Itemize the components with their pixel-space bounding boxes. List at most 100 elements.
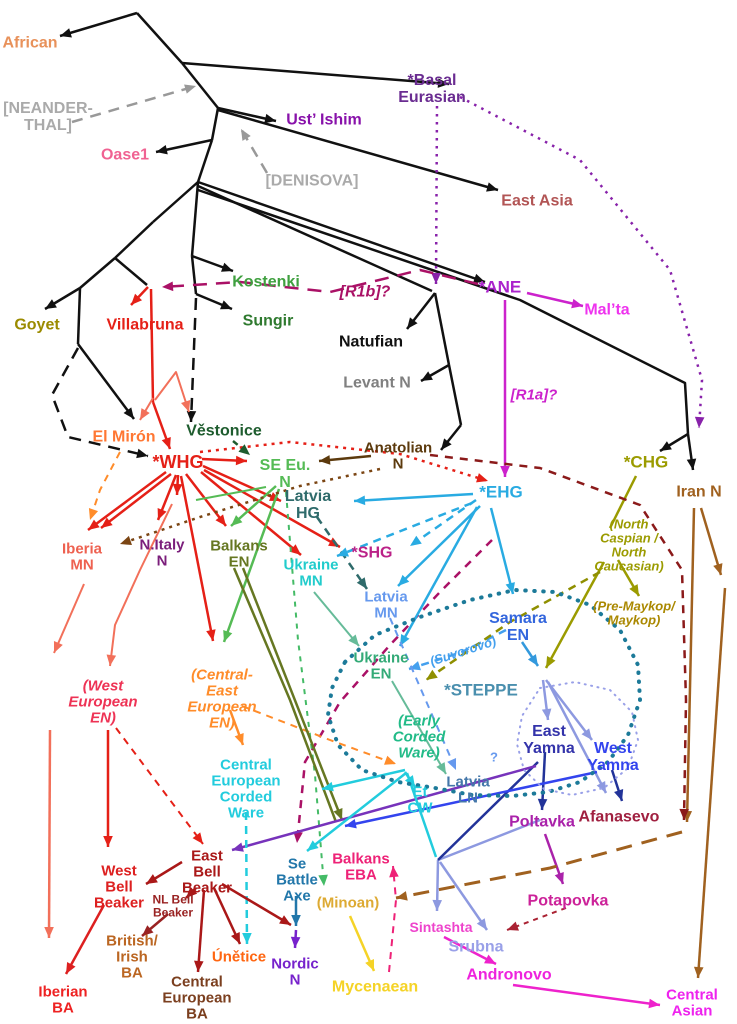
- node-label-african: African: [2, 35, 57, 52]
- edge-49-arrowhead: [172, 483, 183, 495]
- edge-123-arrowhead: [389, 866, 399, 878]
- edge-89: [545, 679, 593, 741]
- edge-86-arrowhead: [447, 757, 457, 770]
- node-label-r1b: [R1b]?: [339, 284, 391, 301]
- edge-125: [326, 588, 642, 798]
- edge-98-arrowhead: [345, 819, 357, 829]
- edge-73: [353, 492, 474, 503]
- edge-17: [114, 221, 154, 259]
- edge-108: [221, 882, 292, 927]
- node-label-sintashta: Sintashta: [409, 919, 472, 935]
- node-label-malta: Mal’ta: [584, 302, 629, 319]
- edge-97-arrowhead: [232, 842, 244, 852]
- edge-103-arrowhead: [242, 932, 252, 944]
- edge-82: [608, 475, 638, 529]
- edge-36: [161, 268, 479, 294]
- node-label-chg: *CHG: [624, 453, 668, 472]
- edge-98: [344, 770, 598, 828]
- edge-45-arrowhead: [235, 455, 247, 466]
- edge-23-arrowhead: [660, 441, 672, 451]
- edge-1: [136, 12, 183, 64]
- node-label-steppe: *STEPPE: [444, 681, 518, 700]
- edge-105-arrowhead: [186, 886, 198, 898]
- node-label-afanasevo: Afanasevo: [579, 809, 660, 826]
- edge-121-arrowhead: [120, 535, 132, 546]
- edge-38-arrowhead: [500, 466, 510, 477]
- edge-79-arrowhead: [348, 634, 359, 646]
- edge-25-arrowhead: [407, 317, 418, 329]
- edge-31-arrowhead: [136, 448, 148, 459]
- edge-56: [115, 727, 204, 845]
- edge-117: [699, 507, 723, 576]
- edge-52-arrowhead: [157, 508, 167, 520]
- edge-69-arrowhead: [238, 444, 250, 455]
- edge-99: [321, 768, 406, 791]
- edge-31: [50, 347, 149, 458]
- edge-30: [189, 297, 198, 423]
- edge-29-arrowhead: [441, 438, 452, 450]
- edge-79: [313, 591, 360, 647]
- edge-123: [388, 865, 397, 973]
- edge-51: [100, 473, 172, 529]
- node-label-andronovo: Andronovo: [466, 967, 552, 984]
- edge-41: [149, 288, 155, 403]
- edge-48-arrowhead: [289, 544, 301, 555]
- node-label-iran-n: Iran N: [676, 484, 721, 501]
- edge-26: [433, 292, 451, 366]
- edge-59-arrowhead: [106, 654, 117, 666]
- node-label-east-asia: East Asia: [501, 193, 573, 210]
- node-label-natufian: Natufian: [339, 334, 403, 351]
- edge-92-arrowhead: [476, 918, 487, 930]
- edge-83: [544, 561, 606, 669]
- edge-24-arrowhead: [686, 458, 697, 470]
- node-label-question-mark: ?: [490, 750, 498, 765]
- edge-73-arrowhead: [354, 495, 366, 506]
- edge-54-arrowhead: [206, 629, 216, 641]
- edge-121: [119, 467, 381, 546]
- edge-90-arrowhead: [596, 781, 606, 793]
- edge-3: [181, 62, 219, 109]
- edge-115: [512, 983, 661, 1007]
- edge-85: [425, 570, 601, 682]
- edge-11: [197, 188, 690, 435]
- edge-2-arrowhead: [437, 78, 449, 88]
- edge-36-arrowhead: [162, 281, 174, 292]
- edge-126: [516, 681, 639, 796]
- edge-80-arrowhead: [436, 762, 446, 774]
- edge-4-arrowhead: [264, 113, 276, 124]
- edge-106-arrowhead: [194, 960, 204, 972]
- edge-69: [232, 440, 251, 456]
- edge-94-arrowhead: [537, 798, 548, 810]
- edge-63: [241, 705, 397, 765]
- edge-78: [398, 506, 479, 647]
- node-label-r1a: [R1a]?: [510, 387, 558, 404]
- edge-5-arrowhead: [486, 182, 498, 192]
- edge-19: [114, 257, 148, 286]
- edge-106: [196, 889, 206, 973]
- edge-114-arrowhead: [484, 954, 496, 964]
- edge-92: [438, 861, 489, 931]
- edge-65-arrowhead: [231, 515, 243, 526]
- node-label-pre-maykop: (Pre-Maykop/Maykop): [593, 599, 676, 628]
- edge-110-arrowhead: [291, 915, 301, 926]
- edge-34: [434, 105, 439, 285]
- node-label-el-miron: El Mirón: [92, 429, 155, 446]
- edge-58: [64, 904, 106, 975]
- edge-85-arrowhead: [426, 669, 438, 680]
- edge-21: [76, 287, 82, 345]
- edge-16: [152, 181, 199, 223]
- edge-67-arrowhead: [223, 630, 233, 642]
- edge-107-arrowhead: [231, 932, 240, 944]
- node-label-whg: *WHG: [153, 452, 204, 472]
- node-label-sungir: Sungir: [243, 313, 294, 330]
- edge-35-arrowhead: [694, 416, 705, 428]
